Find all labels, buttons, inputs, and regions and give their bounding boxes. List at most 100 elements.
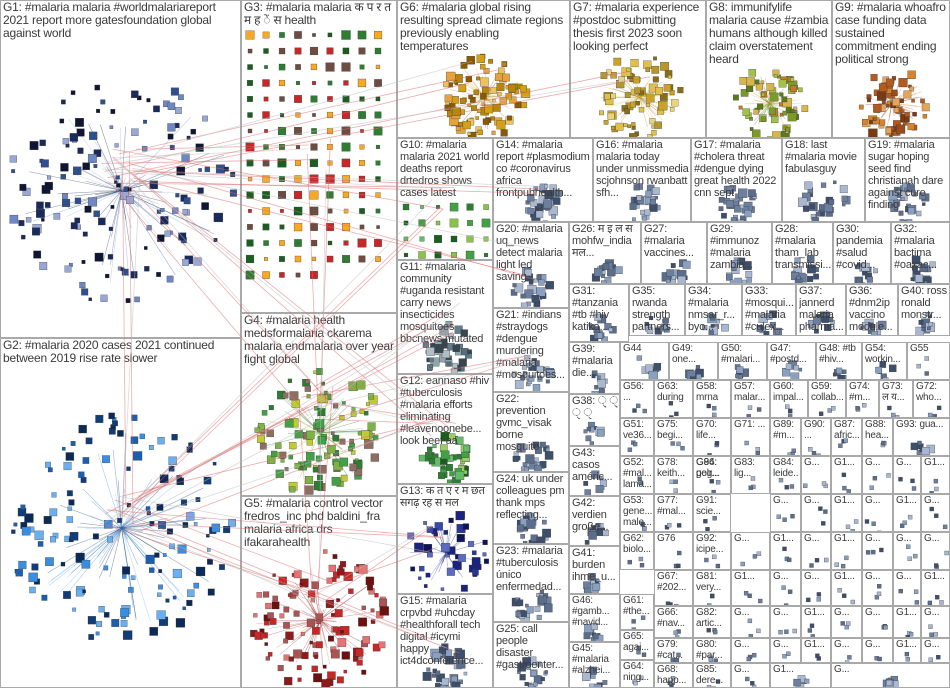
group-gs18: G...: [921, 532, 950, 570]
group-nodes: [894, 639, 921, 663]
group-g85: G85: dere...: [693, 663, 731, 688]
group-g8: G8: immunifylife malaria cause #zambia h…: [706, 0, 832, 138]
group-nodes: [494, 223, 569, 308]
group-g28: G28: #malaria tham_lab transmissi...: [772, 222, 833, 284]
group-nodes: [655, 533, 693, 570]
group-nodes: [570, 395, 620, 446]
group-nodes: [694, 533, 731, 570]
group-g40: G40: ross ronald monstr...: [898, 284, 950, 336]
group-gs6: G...: [770, 494, 801, 532]
group-nodes: [621, 533, 654, 570]
group-nodes: [670, 343, 718, 380]
group-nodes: [621, 381, 654, 418]
group-nodes: [655, 419, 693, 456]
group-nodes: [771, 571, 801, 606]
group-nodes: [863, 533, 893, 570]
group-nodes: [771, 419, 801, 456]
group-nodes: [621, 595, 654, 630]
group-g52: G52: #mal... lama...: [620, 456, 654, 494]
group-g64: G64: ning...: [620, 660, 654, 688]
group-g36: G36: #dnm2ip vaccino module...: [846, 284, 898, 336]
group-gs35: G1...: [801, 638, 831, 663]
group-g44: G44: [620, 342, 669, 380]
group-nodes: [922, 533, 950, 570]
group-g62: G62: biolo...: [620, 532, 654, 570]
group-g14: G14: #malaria report #plasmodium co #cor…: [493, 138, 593, 222]
group-g77: G77: #mal...: [654, 494, 693, 532]
group-nodes: [863, 457, 893, 494]
group-gs15: G1...: [831, 532, 862, 570]
group-nodes: [621, 419, 654, 456]
group-nodes: [899, 285, 950, 336]
group-nodes: [398, 139, 493, 260]
group-nodes: [398, 261, 493, 374]
group-nodes: [797, 285, 846, 336]
group-gs33: G...: [731, 638, 770, 663]
group-g2: G2: #malaria 2020 cases 2021 continued b…: [0, 338, 241, 688]
group-g58: G58: mrna: [693, 380, 731, 418]
group-nodes: [834, 223, 891, 284]
group-nodes: [894, 571, 921, 606]
group-nodes: [621, 495, 654, 532]
group-g93: G93: gua...: [893, 418, 950, 456]
group-nodes: [847, 285, 898, 336]
group-g94: G94: polr...: [693, 456, 731, 494]
group-g76: G76: [654, 532, 693, 570]
group-g20: G20: #malaria uq_news detect malaria lig…: [493, 222, 569, 308]
group-g31: G31: #tanzania #tb #hiv katika...: [569, 284, 629, 342]
group-nodes: [655, 381, 693, 418]
group-gs37: G...: [862, 638, 893, 663]
group-nodes: [732, 419, 770, 456]
group-g9: G9: #malaria whoafro case funding data s…: [832, 0, 950, 138]
group-nodes: [570, 595, 620, 642]
group-nodes: [892, 223, 950, 284]
group-nodes: [743, 285, 796, 336]
group-nodes: [686, 285, 742, 336]
group-g51: G51: ve36...: [620, 418, 654, 456]
group-nodes: [894, 419, 950, 456]
group-gs23: G...: [862, 570, 893, 606]
group-g59: G59: collab...: [808, 380, 846, 418]
group-nodes: [880, 381, 913, 418]
group-gs32: G...: [921, 606, 950, 638]
group-gs42: G...: [831, 663, 950, 688]
group-nodes: [922, 571, 950, 606]
group-nodes: [817, 343, 862, 380]
group-g79: G79: #cat...: [654, 638, 693, 663]
group-gs17: G...: [893, 532, 921, 570]
group-g22: G22: prevention gvmc_visak borne mosquit…: [493, 392, 569, 472]
group-g6: G6: #malaria global rising resulting spr…: [397, 0, 570, 138]
group-nodes: [771, 639, 801, 663]
group-nodes: [922, 495, 950, 532]
group-nodes: [802, 639, 831, 663]
group-g46: G46: #gamb... #navid...: [569, 594, 620, 642]
group-nodes: [398, 375, 493, 484]
group-gs36: G...: [831, 638, 862, 663]
group-gs12: G...: [731, 532, 770, 570]
group-g55: G55: [907, 342, 950, 380]
group-gs26: G...: [731, 606, 770, 638]
group-nodes: [570, 223, 641, 284]
group-nodes: [570, 643, 620, 688]
group-nodes: [494, 309, 569, 392]
group-g60: G60: impal...: [770, 380, 808, 418]
group-nodes: [398, 485, 493, 594]
group-gs21: G...: [801, 570, 831, 606]
group-g19: G19: #malaria sugar hoping seed find chr…: [865, 138, 950, 222]
group-nodes: [732, 533, 770, 570]
group-nodes: [242, 314, 397, 496]
group-g27: G27: #malaria vaccines...: [641, 222, 707, 284]
group-nodes: [732, 457, 770, 494]
group-nodes: [621, 457, 654, 494]
group-g67: G67: #202...: [654, 570, 693, 606]
group-g11: G11: #malaria community #uganda resistan…: [397, 260, 493, 374]
group-g12: G12: eannaso #hiv #tuberculosis #malaria…: [397, 374, 493, 484]
group-nodes: [832, 533, 862, 570]
group-g17: G17: #malaria #cholera threat #dengue dy…: [691, 138, 782, 222]
group-gs31: G1...: [893, 606, 921, 638]
group-nodes: [809, 381, 846, 418]
group-g91: G91: scie...: [693, 494, 731, 532]
group-nodes: [719, 343, 767, 380]
group-nodes: [783, 139, 865, 222]
group-g83: G83: lig...: [731, 456, 770, 494]
